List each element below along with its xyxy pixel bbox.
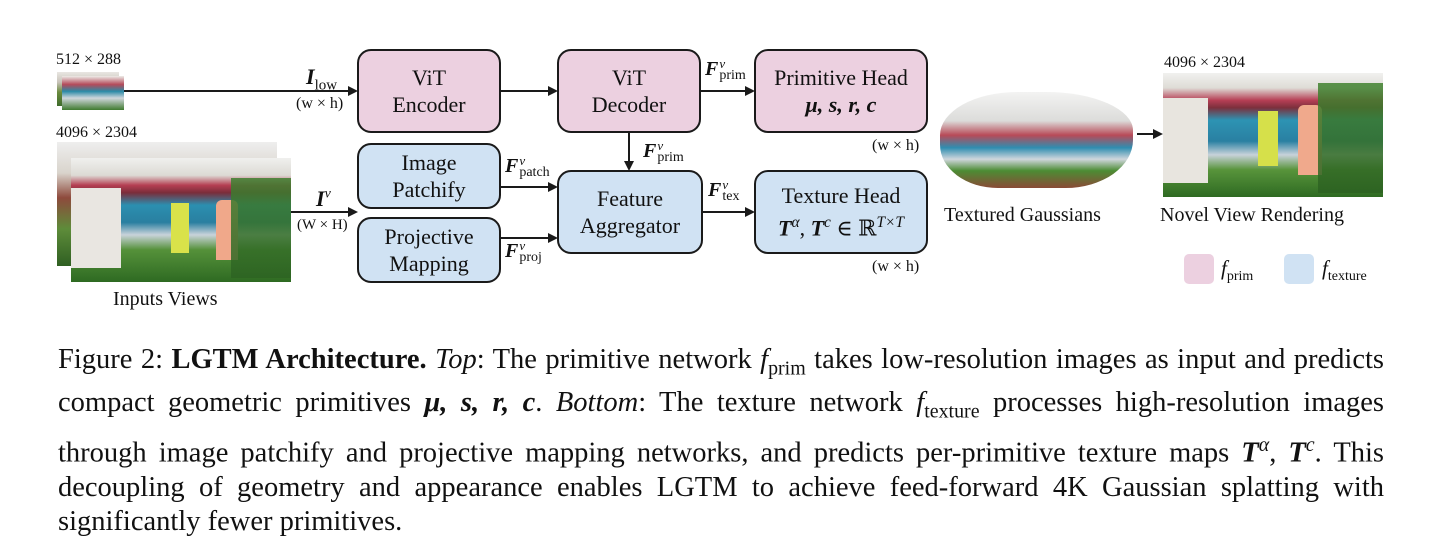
high-res-input-image [71,158,291,282]
caption-math: texture [924,400,980,423]
caption-math: f [760,344,769,375]
caption-title: LGTM Architecture. [171,344,427,375]
block-line: Texture Head [781,183,901,209]
novel-view-rendering-label: Novel View Rendering [1160,204,1344,226]
block-line: Mapping [389,251,469,276]
caption-math: T [1288,437,1306,469]
block-line: μ, s, r, c [805,92,877,117]
caption-math: μ, s, r, c [424,386,536,418]
caption-prefix: Figure 2: [58,344,172,375]
low-res-dims: 512 × 288 [56,51,122,68]
caption-text: : The primitive network [476,344,761,375]
block-line: ViT [611,65,647,90]
caption-text: . This decoupling of geometry and appear… [58,437,1384,537]
caption-math: prim [768,357,806,380]
feature-aggregator-block: Feature Aggregator [557,170,703,254]
low-res-input-image [62,76,124,110]
vit-encoder-block: ViT Encoder [357,49,501,133]
block-line: Image [401,150,457,175]
caption-math: T [1241,437,1259,469]
legend-swatch-prim [1184,254,1214,284]
block-line: ViT [411,65,447,90]
projective-mapping-block: Projective Mapping [357,217,501,283]
render-res-dims: 4096 × 2304 [1164,54,1246,71]
block-line: Tα, Tc ∈ ℝT×T [778,214,904,241]
block-line: Decoder [591,92,667,117]
block-line: Patchify [392,177,466,202]
vit-decoder-block: ViT Decoder [557,49,701,133]
caption-top-label: Top [435,344,477,375]
caption-text: . [535,386,556,418]
edge-label-ilow: Ilow [306,64,338,94]
block-line: Aggregator [579,213,681,238]
primitive-head-dims: (w × h) [872,137,920,154]
edge-dims-iv: (W × H) [297,217,348,233]
legend-label-prim: fprim [1221,256,1254,285]
block-line: Primitive Head [774,65,908,90]
legend-label-texture: ftexture [1322,256,1367,285]
caption-bottom-label: Bottom [555,386,639,418]
block-line: Feature [597,186,663,211]
texture-head-dims: (w × h) [872,258,920,275]
texture-head-block: Texture Head Tα, Tc ∈ ℝT×T [754,170,928,254]
caption-text: : The texture network [638,386,917,418]
caption-text: takes low-resolution images as input and… [58,344,1385,418]
block-line: Projective [384,224,474,249]
textured-gaussians-image [940,92,1133,188]
caption-math: α [1258,434,1270,457]
caption-text: , [1269,437,1289,469]
image-patchify-block: Image Patchify [357,143,501,209]
inputs-views-label: Inputs Views [113,288,218,310]
primitive-head-block: Primitive Head μ, s, r, c [754,49,928,133]
caption-paragraph: Figure 2: LGTM Architecture. Top: The pr… [58,343,1384,539]
block-line: Encoder [392,92,466,117]
edge-dims-ilow: (w × h) [296,95,344,112]
legend-swatch-texture [1284,254,1314,284]
caption-math: c [1305,434,1315,457]
high-res-dims: 4096 × 2304 [56,124,138,141]
caption-math: f [916,386,925,418]
novel-view-rendering-image [1163,73,1383,197]
textured-gaussians-label: Textured Gaussians [944,204,1101,226]
caption-text: processes high-resolution images through… [58,386,1384,469]
figure-caption: Figure 2: LGTM Architecture. Top: The pr… [58,343,1384,539]
edge-label-iv: Iv [316,186,331,211]
